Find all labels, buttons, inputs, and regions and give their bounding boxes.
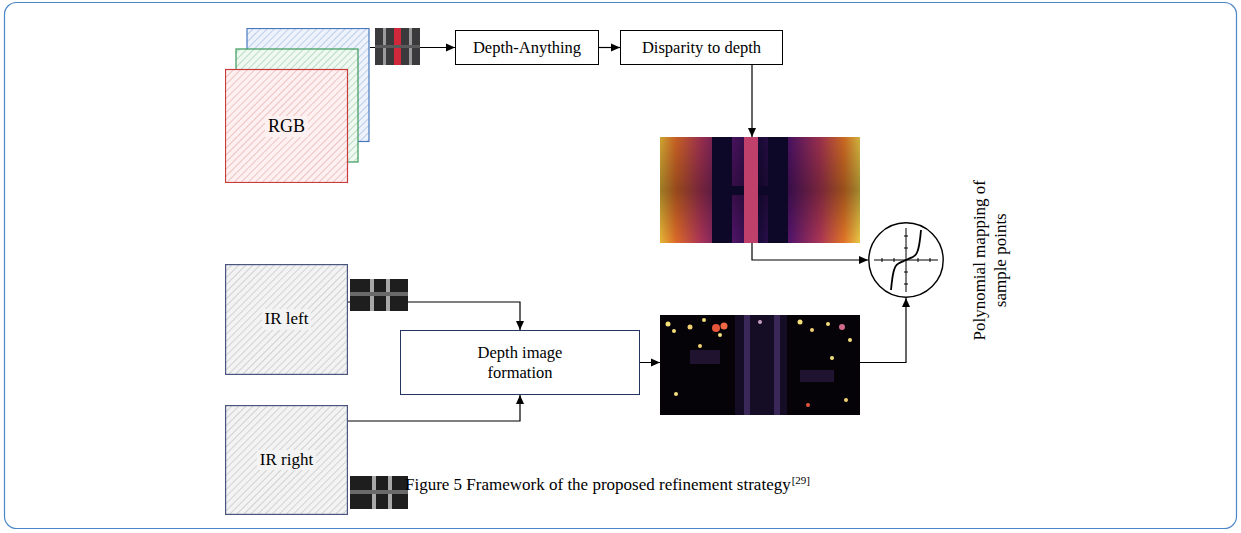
process-box: Depth image formation <box>400 330 640 395</box>
process-box: Depth-Anything <box>455 30 599 65</box>
plot-tick <box>882 258 883 262</box>
sparse-point <box>798 320 803 325</box>
heatmap-shade <box>660 137 860 243</box>
input-box: IR right <box>225 405 348 515</box>
plot-tick <box>918 258 919 262</box>
sparse-point <box>844 398 848 402</box>
heatmap-post <box>768 137 788 243</box>
sparse-point <box>712 324 720 332</box>
flow-arrow <box>599 44 620 52</box>
rgb-thumbnail <box>375 28 420 65</box>
thumbnail-bar <box>375 45 420 48</box>
arrow-head <box>516 395 524 404</box>
plot-tick <box>904 272 908 273</box>
arrow-head <box>902 298 910 307</box>
sparse-point <box>718 333 722 337</box>
figure-caption: Figure 5 Framework of the proposed refin… <box>405 475 791 494</box>
hatch-box <box>226 265 348 375</box>
arrow-head <box>651 359 660 367</box>
heatmap-ground <box>660 137 860 243</box>
sparse-point <box>830 356 834 360</box>
sparse-point <box>848 338 852 342</box>
figure-frame <box>5 3 1237 529</box>
flow-arrow <box>348 395 524 421</box>
heatmap-stripe <box>744 137 758 243</box>
ir-right-thumbnail <box>350 476 408 509</box>
sparse-point <box>702 318 706 322</box>
sparse-road <box>735 315 787 415</box>
arrow-line <box>348 395 520 421</box>
sparse-point <box>666 322 671 327</box>
arrow-head <box>748 128 756 137</box>
thumbnail-bar <box>350 490 408 494</box>
sparse-point <box>688 325 693 330</box>
arrow-head <box>859 256 868 264</box>
plot-tick <box>904 248 908 249</box>
node-label: RGB <box>265 116 308 138</box>
sparse-depth-map <box>660 315 860 415</box>
thumbnail-ground <box>350 279 408 311</box>
thumbnail-ground <box>350 476 408 509</box>
arrow-head <box>446 44 455 52</box>
sparse-point <box>839 324 845 330</box>
citation-mark: [29] <box>792 474 810 486</box>
heatmap-post <box>712 137 732 243</box>
plot-circle <box>869 223 943 297</box>
thumbnail-ground <box>375 28 420 65</box>
plot-tick <box>904 284 908 285</box>
dense-depth-map <box>660 137 860 243</box>
sparse-rail <box>774 315 780 415</box>
plot-tick <box>894 258 895 262</box>
arrow-head <box>516 321 524 330</box>
sparse-rail <box>744 315 750 415</box>
thumbnail-bar <box>350 292 408 296</box>
sparse-patch <box>690 350 720 364</box>
ir-left-thumbnail <box>350 279 408 311</box>
sparse-point <box>758 320 762 324</box>
sparse-patch <box>800 370 834 382</box>
caption-line: Figure 5 Framework of the proposed refin… <box>0 474 1215 496</box>
mapping-plot <box>868 222 944 298</box>
sparse-point <box>674 392 678 396</box>
plot-curve <box>891 230 921 290</box>
node-label: IR right <box>257 450 316 470</box>
node-label: Polynomial mapping of sample points <box>969 168 1012 353</box>
input-stack: RGB <box>225 28 370 183</box>
mapping-circle: Polynomial mapping of sample points <box>868 222 944 298</box>
node-label: Depth image formation <box>460 343 580 383</box>
sparse-point <box>826 322 830 326</box>
arrow-head <box>611 44 620 52</box>
process-box: Disparity to depth <box>620 30 783 65</box>
node-label: IR left <box>262 309 312 329</box>
hatch-box <box>226 406 348 515</box>
node-label: Depth-Anything <box>473 38 581 58</box>
sparse-point <box>721 323 728 330</box>
stack-outline <box>225 28 370 183</box>
sparse-point <box>806 403 810 407</box>
node-label: Disparity to depth <box>642 38 761 58</box>
sparse-point <box>810 328 814 332</box>
sparse-point <box>698 344 702 348</box>
stack-label-holder: RGB <box>225 70 348 183</box>
plot-tick <box>930 258 931 262</box>
sparse-point <box>672 329 676 333</box>
channel-sheet <box>226 70 348 183</box>
plot-tick <box>904 236 908 237</box>
sparse-ground <box>660 315 860 415</box>
input-box: IR left <box>225 264 348 375</box>
